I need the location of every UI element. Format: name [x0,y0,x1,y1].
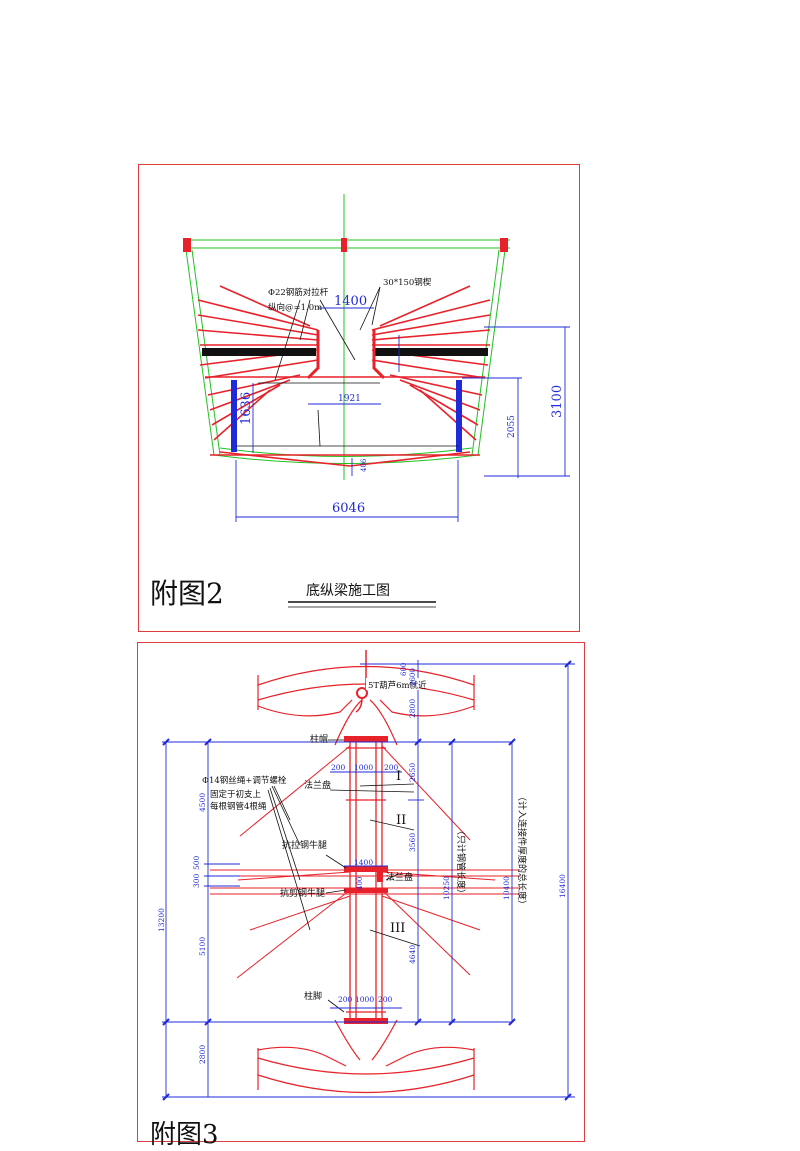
figure2-drawing: Φ22钢筋对拉杆 纵向@=1.0m 30*150钢楔 1400 1921 604… [183,194,570,522]
left-column-blue [231,380,237,452]
label-corbel-lower: 抗剪钢牛腿 [280,887,325,899]
dim-left: 1636 [239,392,254,425]
dim-inner: 2055 [507,415,517,438]
cross-beams [210,745,520,979]
dim-300: 300 [192,873,201,888]
label-column-cap: 柱帽 [310,733,328,745]
corbel-lower [344,888,388,893]
dim-4500: 4500 [198,793,207,812]
corbel-upper [344,866,388,872]
side-walls [306,330,386,380]
figure2-frame [138,164,580,632]
dim-mid: 1921 [338,394,361,404]
dim-4640: 4640 [408,945,417,964]
label-segment-1: I [396,769,401,784]
brace-fans [197,285,491,467]
right-column-blue [456,380,462,452]
flange-marker [377,868,383,882]
label-flange-2: 法兰盘 [386,871,413,883]
label-corbel-upper: 抗拉钢牛腿 [282,839,327,851]
platform-band [202,348,488,356]
dim-500: 500 [192,855,201,870]
dim-top: 1400 [334,294,367,309]
figure2-caption: 附图2 [150,577,224,610]
column-top-plate [344,736,388,742]
note-total-length: （计入连接件厚度的总长度） [516,792,528,909]
figure3-caption: 附图3 [150,1120,219,1150]
dim-1000-bottom: 1000 [355,995,374,1004]
label-hoist: 5T葫芦6m就近 [368,680,427,691]
dim-bottom: 6046 [332,501,365,516]
dim-600: 600 [400,663,408,676]
dim-200-top-left: 200 [331,763,346,772]
dim-200-bottom-left: 200 [338,995,353,1004]
fig2-dimensions [235,307,570,522]
dim-1000-top: 1000 [354,763,373,772]
note-pipe-length: （只计钢管长度） [455,826,467,898]
outer-lining [183,194,510,480]
dim-10400: 10400 [502,876,511,900]
dim-400: 400 [356,877,364,890]
dim-3560: 3560 [408,833,417,852]
tunnel-outlines [257,665,475,1094]
label-rope-1: Φ14钢丝绳+调节螺栓 [202,775,287,786]
label-tie-rod: Φ22钢筋对拉杆 [268,287,329,298]
dim-10250: 10250 [442,876,451,900]
label-steel-plate: 30*150钢楔 [383,277,432,288]
label-flange-1: 法兰盘 [304,779,331,791]
label-segment-3: III [390,921,405,936]
label-segment-2: II [396,813,406,828]
dim-2650: 2650 [408,763,417,782]
dim-200-bottom-right: 200 [378,995,393,1004]
dim-5100: 5100 [198,937,207,956]
dim-right: 3100 [550,385,565,418]
crown-block [341,238,347,252]
dim-13200: 13200 [157,908,166,932]
dim-16400: 16400 [558,874,567,898]
dim-2800-left: 2800 [198,1045,207,1064]
figure2-title: 底纵梁施工图 [306,583,390,599]
label-column-foot: 柱脚 [304,990,322,1002]
dim-2600: 2600 [409,668,417,686]
label-rope-2: 固定于初支上 [210,789,262,800]
label-tie-rod-spacing: 纵向@=1.0m [268,302,322,313]
dim-200-top-right: 200 [384,763,399,772]
label-rope-3: 每根钢管4根绳 [210,801,267,812]
dim-2800-top: 2800 [408,699,417,718]
fig3-dimensions [162,660,575,1098]
hoist-icon [355,650,368,713]
dim-small: 406 [360,458,368,472]
dim-1400: 1400 [354,858,373,867]
column-bottom-plate [344,1018,388,1024]
